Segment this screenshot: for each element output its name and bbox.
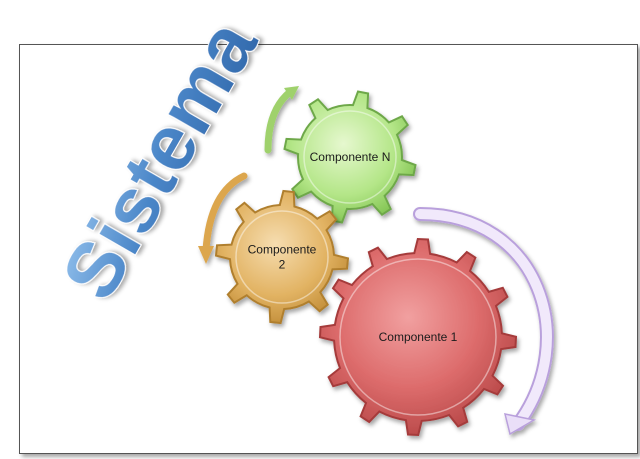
gear-label-componente-n: Componente N (310, 150, 391, 164)
gear-label-componente-1: Componente 1 (379, 330, 458, 344)
arrow-green (264, 86, 299, 154)
gear-body-componente-1 (318, 237, 518, 437)
gear-highlight-componente-2 (235, 210, 329, 304)
arrow-orange (198, 172, 248, 264)
gear-label-componente-2: 2 (279, 258, 286, 272)
gear-highlight-componente-1 (339, 258, 497, 416)
gear-highlight-componente-n (303, 110, 397, 204)
gear-componente-n: Componente N (283, 90, 417, 224)
arrow-purple (413, 207, 554, 436)
gear-label-componente-2: Componente (248, 243, 317, 257)
gear-componente-1: Componente 1 (318, 237, 518, 437)
